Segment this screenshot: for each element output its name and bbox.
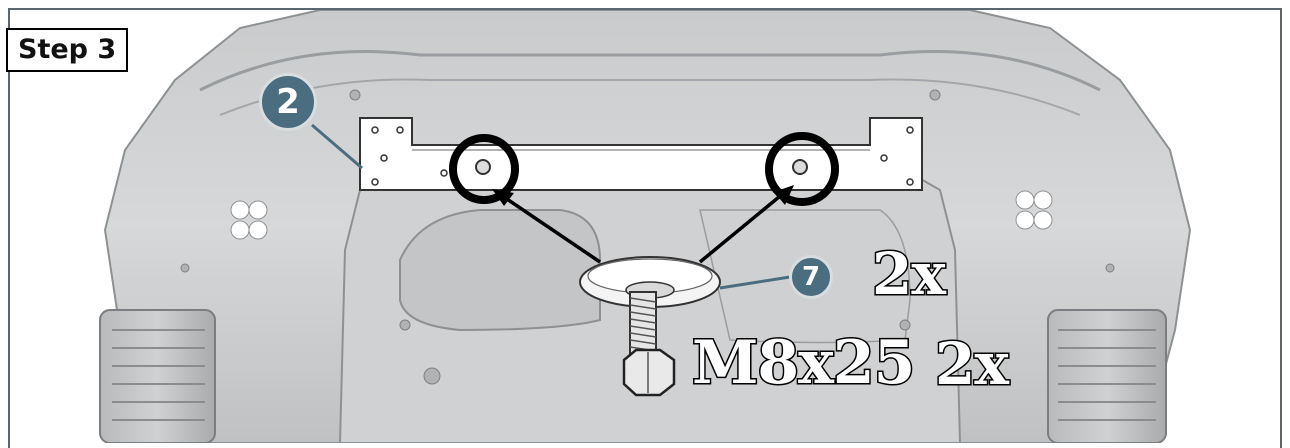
- bolt-size-label: M8x25: [690, 327, 916, 400]
- bolt-quantity: 2x: [934, 329, 1011, 400]
- highlight-circle-left: [449, 134, 519, 204]
- right-tire: [1047, 309, 1167, 443]
- mounting-bracket: [359, 117, 923, 191]
- mount-quantity: 2x: [871, 239, 948, 310]
- hex-bolt: [622, 291, 676, 397]
- arrow-right: [698, 185, 794, 264]
- highlight-circle-right: [765, 132, 839, 206]
- part-callout-7: 7: [789, 255, 833, 299]
- arrow-left: [492, 189, 601, 264]
- leader-line-7: [719, 275, 791, 290]
- part-callout-2: 2: [259, 73, 317, 131]
- rubber-mount: [579, 256, 721, 308]
- leader-line-2: [311, 123, 363, 170]
- step-label: Step 3: [6, 28, 129, 72]
- left-tire: [99, 309, 216, 443]
